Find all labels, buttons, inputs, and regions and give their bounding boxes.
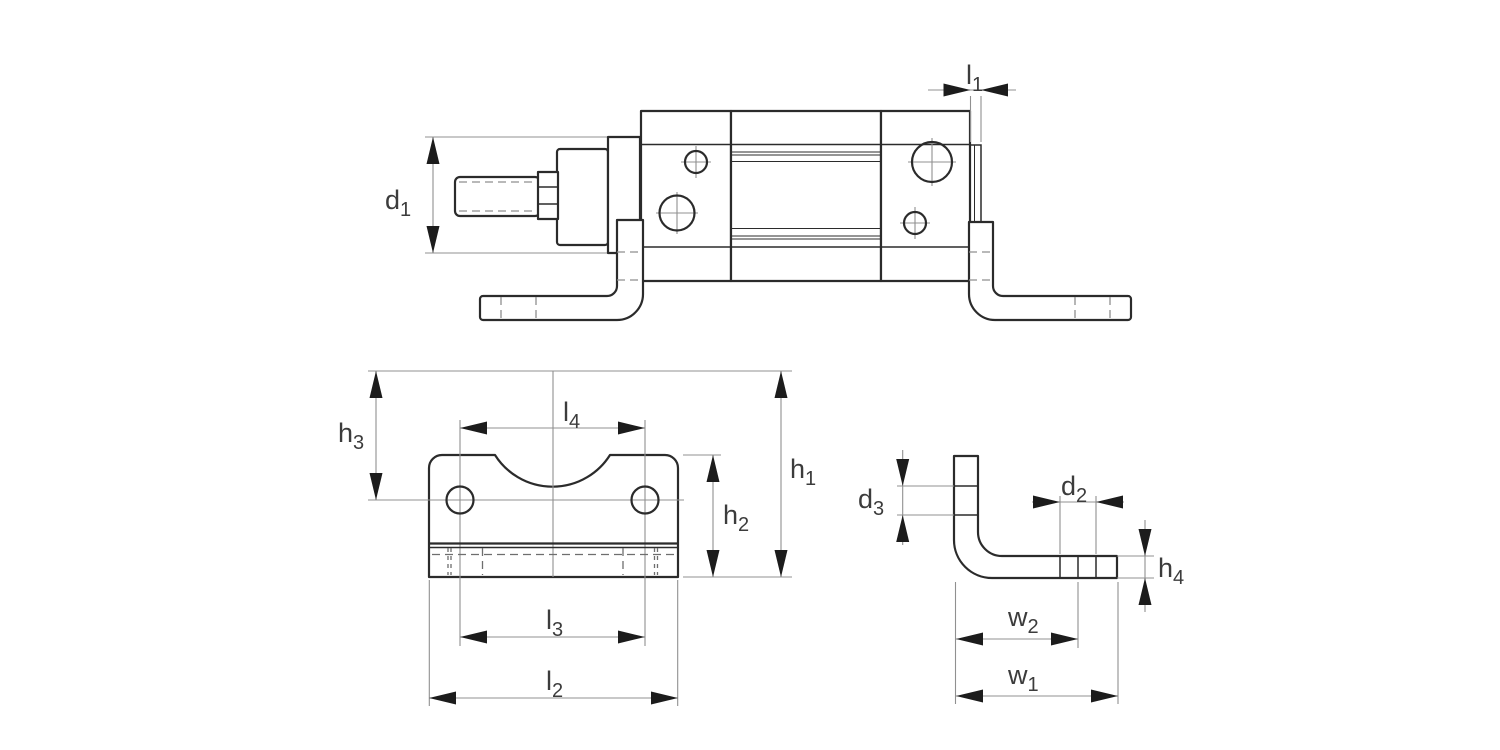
dimension-l2: l2 [429,666,678,705]
bearing-boss [555,147,610,247]
arrowhead [426,226,440,253]
arrowhead [618,630,645,644]
dimension-h4-label: h4 [1158,553,1184,589]
rod-thread-outline [453,175,542,218]
dimension-l1: l1 [928,60,1016,142]
arrowhead [369,371,383,398]
base-plate [429,542,678,575]
dimension-l3-label: l3 [546,605,563,641]
arrowhead [426,137,440,164]
cap-holes [656,138,956,239]
mounting-hole-right [630,485,660,515]
view-foot-bracket-side: d3 d2 h4 w2 [858,450,1184,704]
tie-rod-hole [902,210,928,236]
arrowhead [369,473,383,500]
arrowhead [1091,689,1118,703]
arrowhead [981,83,1008,97]
dimension-h1: h1 [683,371,816,578]
dimension-d3-label: d3 [858,484,884,520]
dimension-h4: h4 [1117,520,1184,612]
dimension-l1-label: l1 [966,60,983,96]
dimension-h2-label: h2 [723,500,749,536]
arrowhead [774,550,788,577]
dimension-h3: h3 [338,371,383,500]
arrowhead [956,689,983,703]
arrowhead [460,630,487,644]
dimension-w2-label: w2 [1007,602,1039,638]
arrowhead [429,691,456,705]
arrowhead [1138,529,1152,556]
bracket-section-lines [954,485,1097,578]
dimension-h1-label: h1 [790,454,816,490]
arrowhead [706,550,720,577]
dimension-w1-label: w1 [1007,660,1039,696]
dimension-h3-label: h3 [338,418,364,454]
nut-outline [536,170,560,221]
end-cap-front [639,109,733,283]
dimension-h2: h2 [683,454,749,577]
port-hole [910,140,954,184]
view-foot-bracket-front: h3 l4 h1 h2 l3 [338,370,816,706]
dimension-l2-label: l2 [546,666,563,702]
view-cylinder-side: d1 l1 [385,60,1133,322]
barrel [729,109,883,283]
arrowhead [651,691,678,705]
cylinder-body [639,109,982,283]
arrowhead [1051,632,1078,646]
arrowhead [460,421,487,435]
dimension-l4: l4 [460,397,645,435]
dimension-d1: d1 [385,137,440,253]
end-cap-rear [879,109,972,283]
mounting-foot-right [967,220,1133,322]
dimension-d2-label: d2 [1061,471,1087,507]
arrowhead [774,371,788,398]
dimension-w2: w2 [954,582,1079,704]
port-hole [658,194,696,232]
dimension-d1-extensions [425,136,608,254]
dimension-l3: l3 [460,605,645,644]
arrowhead [706,455,720,482]
dimension-w1: w1 [956,582,1119,704]
arrowhead [1096,495,1123,509]
mounting-hole-left [445,485,475,515]
arrowhead [956,632,983,646]
dimension-d1-label: d1 [385,185,411,221]
arrowhead [1033,495,1060,509]
rod-nut [536,170,560,221]
tie-rod-hole [683,149,709,175]
arrowhead [896,459,910,486]
arrowhead [618,421,645,435]
dimension-d2: d2 [1032,471,1124,554]
dimension-l4-label: l4 [563,397,580,433]
foot-bracket-profile [967,220,1133,322]
foot-bracket-profile [478,218,645,322]
arrowhead [896,515,910,542]
piston-rod [453,175,542,218]
dimension-d3: d3 [858,450,954,545]
arrowhead [1138,578,1152,605]
arrowhead [943,83,971,97]
mounting-foot-left [478,218,645,322]
